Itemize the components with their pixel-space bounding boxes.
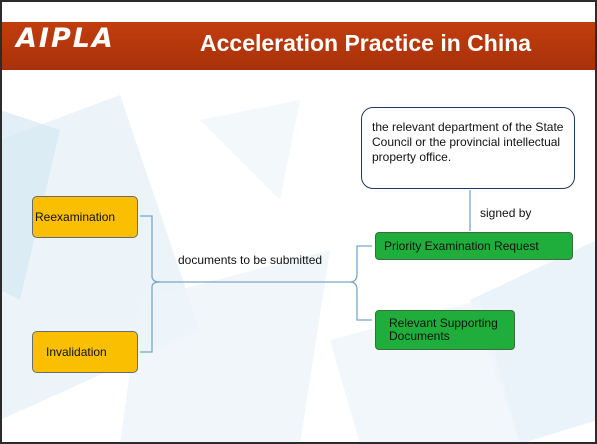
bracket-supporting-line: [349, 281, 372, 321]
bracket-reexamination-line: [140, 215, 153, 276]
documents-label: documents to be submitted: [178, 253, 323, 267]
aipla-logo: AIPLA: [16, 23, 115, 54]
bracket-priority-line: [349, 245, 372, 283]
priority-request-box: Priority Examination Request: [375, 232, 573, 260]
bracket-left-join-bottom: [151, 281, 161, 288]
slide-title: Acceleration Practice in China: [200, 30, 532, 56]
supporting-documents-box: Relevant Supporting Documents: [375, 310, 515, 350]
title-bar: AIPLA Acceleration Practice in China: [2, 22, 595, 70]
signed-by-label: signed by: [480, 206, 532, 220]
bracket-left-join-top: [151, 275, 161, 283]
authority-box: the relevant department of the State Cou…: [361, 107, 575, 189]
bracket-invalidation-line: [140, 287, 153, 353]
invalidation-box: Invalidation: [32, 331, 138, 373]
reexamination-box: Reexamination: [32, 196, 138, 238]
